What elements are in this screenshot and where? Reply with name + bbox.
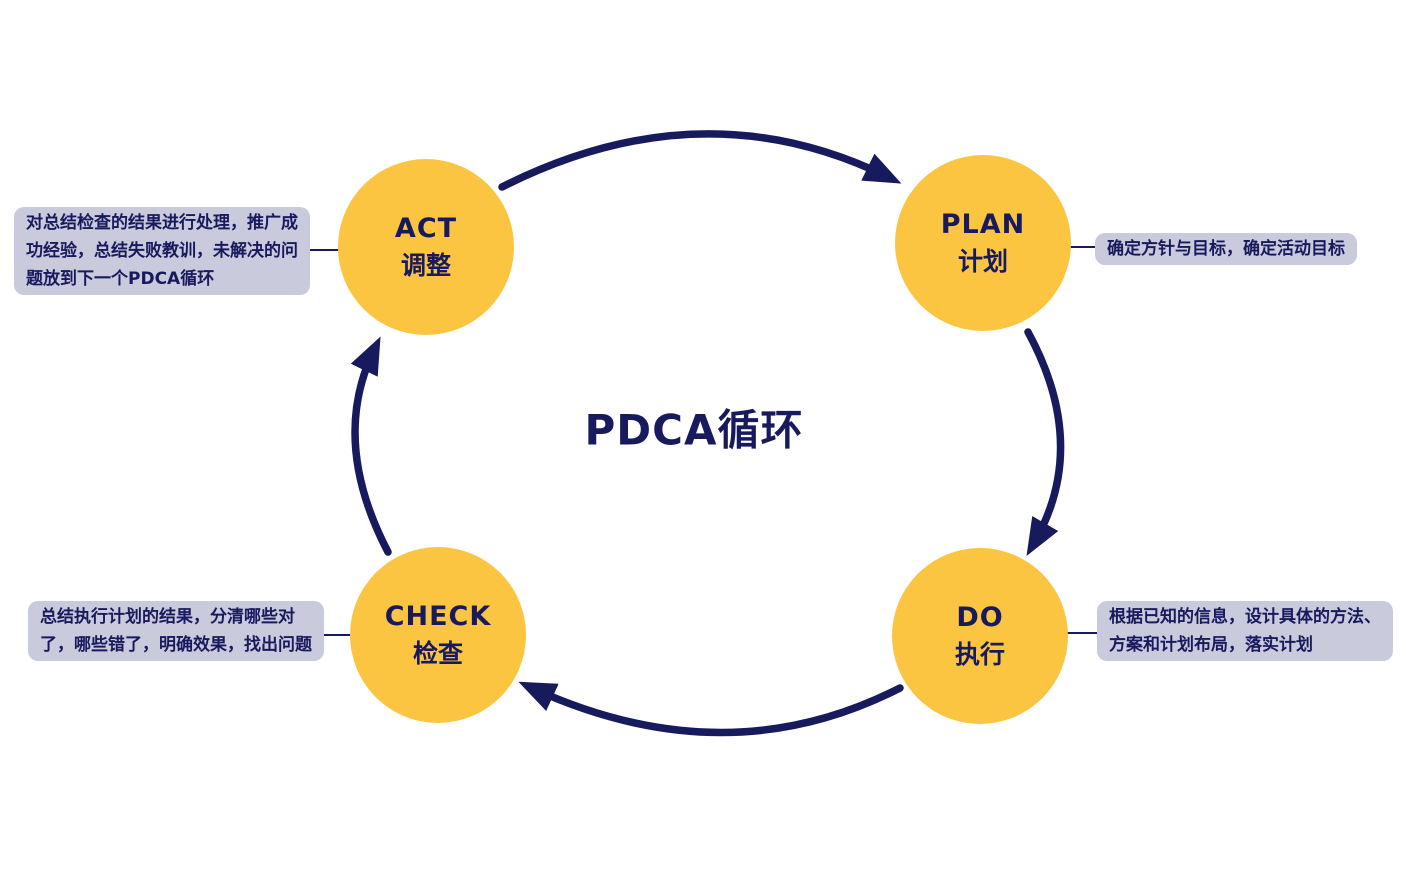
node-do-zh-label: 执行 bbox=[954, 640, 1005, 670]
arrow-do-to-check bbox=[518, 681, 904, 737]
node-act: ACT 调整 bbox=[338, 159, 514, 335]
node-do-en-label: DO bbox=[956, 602, 1004, 634]
node-check: CHECK 检查 bbox=[350, 547, 526, 723]
node-plan-en-label: PLAN bbox=[940, 209, 1026, 241]
arrow-check-to-act bbox=[350, 336, 392, 556]
description-act: 对总结检查的结果进行处理，推广成 功经验，总结失败教训，未解决的问 题放到下一个… bbox=[14, 207, 310, 295]
description-check: 总结执行计划的结果，分清哪些对 了，哪些错了，明确效果，找出问题 bbox=[28, 601, 324, 661]
node-check-en-label: CHECK bbox=[384, 601, 492, 633]
node-do: DO 执行 bbox=[892, 548, 1068, 724]
node-plan: PLAN 计划 bbox=[895, 155, 1071, 331]
node-act-en-label: ACT bbox=[394, 213, 458, 245]
node-check-zh-label: 检查 bbox=[412, 639, 463, 669]
arrow-plan-to-do bbox=[1024, 328, 1065, 556]
arrow-act-to-plan bbox=[498, 130, 902, 191]
diagram-title: PDCA循环 bbox=[584, 405, 804, 455]
node-act-zh-label: 调整 bbox=[400, 251, 451, 281]
description-do: 根据已知的信息，设计具体的方法、 方案和计划布局，落实计划 bbox=[1097, 601, 1393, 661]
description-plan: 确定方针与目标，确定活动目标 bbox=[1095, 233, 1357, 265]
node-plan-zh-label: 计划 bbox=[957, 247, 1008, 277]
